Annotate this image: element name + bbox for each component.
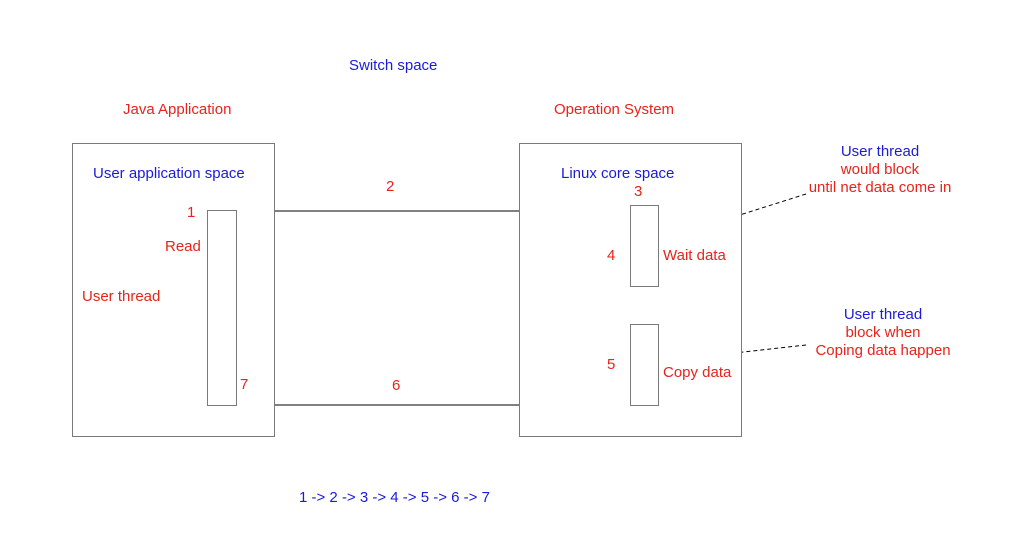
user-thread-lifeline: [207, 210, 237, 406]
user-application-space-box: [72, 143, 275, 437]
block-wait-note: User thread would block until net data c…: [790, 143, 970, 197]
block-wait-note-line2: would block: [840, 161, 920, 178]
step-3-label: 3: [634, 183, 643, 200]
step-6-label: 6: [392, 377, 401, 394]
step-7-label: 7: [240, 376, 249, 393]
step-4-label: 4: [607, 247, 616, 264]
step-sequence: 1 -> 2 -> 3 -> 4 -> 5 -> 6 -> 7: [299, 489, 490, 506]
read-label: Read: [165, 238, 201, 255]
block-copy-note-line1: User thread: [843, 306, 923, 323]
copy-data-label: Copy data: [663, 364, 732, 381]
block-copy-note-line3: Coping data happen: [815, 342, 951, 359]
diagram-title: Switch space: [349, 57, 438, 74]
block-copy-note: User thread block when Coping data happe…: [793, 306, 973, 360]
wait-data-block: [630, 205, 659, 287]
step-5-label: 5: [607, 356, 616, 373]
linux-core-space-label: Linux core space: [561, 165, 675, 182]
left-region-heading: Java Application: [123, 101, 232, 118]
block-wait-note-line1: User thread: [840, 143, 920, 160]
block-wait-note-line3: until net data come in: [808, 179, 952, 196]
copy-data-block: [630, 324, 659, 406]
block-copy-note-line2: block when: [845, 324, 921, 341]
step-1-label: 1: [187, 204, 196, 221]
right-region-heading: Operation System: [554, 101, 675, 118]
wait-data-label: Wait data: [663, 247, 726, 264]
step-2-label: 2: [386, 178, 395, 195]
user-application-space-label: User application space: [93, 165, 245, 182]
user-thread-label: User thread: [82, 288, 161, 305]
